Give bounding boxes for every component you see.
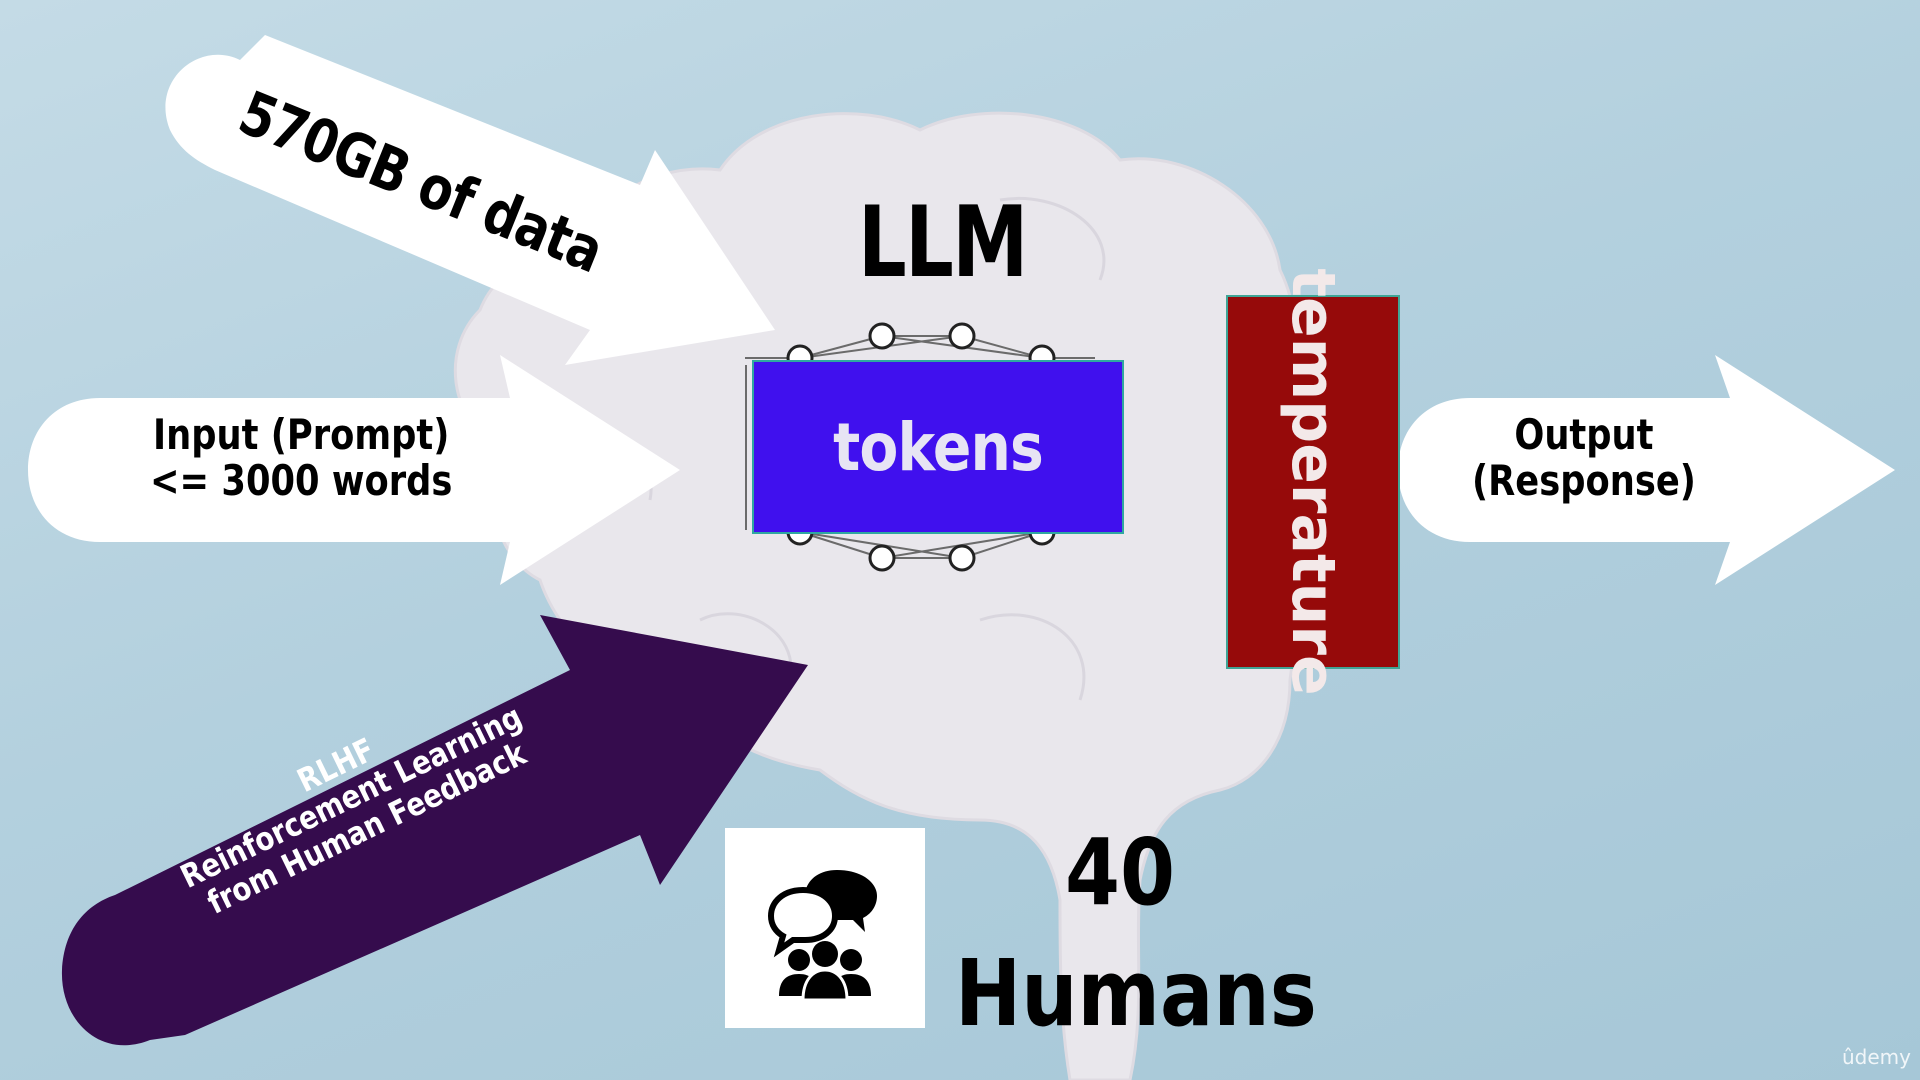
temperature-box: temperature xyxy=(1226,268,1400,696)
humans-count: 40 xyxy=(1065,819,1176,926)
input-arrow xyxy=(28,355,680,585)
tokens-label: tokens xyxy=(833,408,1044,486)
input-line-2: <= 3000 words xyxy=(150,456,453,506)
input-line-1: Input (Prompt) xyxy=(152,410,450,459)
llm-title: LLM xyxy=(858,186,1028,300)
humans-label: Humans xyxy=(955,940,1317,1047)
humans-card xyxy=(725,828,925,1028)
temperature-label: temperature xyxy=(1278,268,1348,696)
data-arrow xyxy=(165,35,775,365)
tokens-box: tokens xyxy=(752,360,1124,534)
input-arrow-label: Input (Prompt) <= 3000 words xyxy=(150,410,453,506)
group-chat-icon xyxy=(767,870,877,1002)
output-arrow-label: Output (Response) xyxy=(1472,410,1696,506)
udemy-watermark: ûdemy xyxy=(1842,1045,1911,1069)
brain-shape xyxy=(453,111,1315,1080)
output-line-1: Output xyxy=(1514,410,1654,459)
rlhf-arrow xyxy=(61,615,809,1046)
output-line-2: (Response) xyxy=(1472,456,1696,506)
output-arrow xyxy=(1398,355,1895,585)
